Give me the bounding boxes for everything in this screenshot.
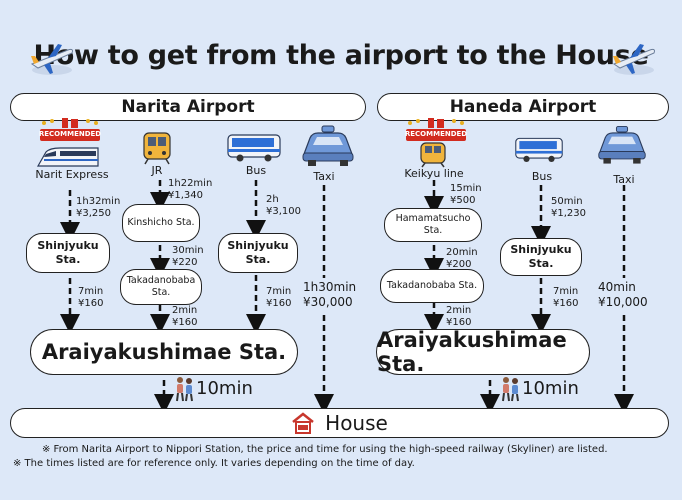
- haneda-airport-header: Haneda Airport: [377, 93, 669, 121]
- narita-jr-seg1: 1h22min¥1,340: [168, 178, 213, 201]
- mode-label-haneda-bus: Bus: [531, 170, 553, 183]
- walking-people-icon: [176, 377, 193, 402]
- haneda-taxi-seg: 40min¥10,000: [598, 278, 648, 312]
- haneda-destination-araiyakushimae: Araiyakushimae Sta.: [376, 328, 590, 376]
- recommended-badge-text: RECOMMENDED: [38, 130, 102, 138]
- haneda-bus-seg1: 50min¥1,230: [551, 196, 586, 219]
- narita-jr-takadanobaba: Takadanobaba Sta.: [120, 269, 202, 305]
- narita-jr-kinshicho: Kinshicho Sta.: [122, 204, 200, 242]
- bus-icon: [227, 134, 281, 162]
- narita-destination-araiyakushimae: Araiyakushimae Sta.: [30, 329, 298, 375]
- note-skyliner: ※ From Narita Airport to Nippori Station…: [42, 444, 608, 455]
- haneda-keikyu-seg1: 15min¥500: [450, 183, 482, 206]
- narita-bus-shinjyuku: Shinjyuku Sta.: [218, 233, 298, 273]
- recommended-badge-icon: [40, 118, 100, 141]
- narita-express-shinjyuku: Shinjyuku Sta.: [26, 233, 110, 273]
- taxi-icon: [598, 125, 646, 164]
- page-title: How to get from the airport to the House: [33, 40, 649, 71]
- recommended-badge-text: RECOMMENDED: [404, 130, 468, 138]
- narita-walk-time: 10min: [196, 378, 253, 399]
- note-reference: ※ The times listed are for reference onl…: [13, 458, 415, 469]
- haneda-walk-time: 10min: [522, 378, 579, 399]
- house-label: House: [325, 411, 388, 435]
- narita-bus-seg1: 2h¥3,100: [266, 194, 301, 217]
- mode-label-narita-express: Narit Express: [35, 168, 109, 181]
- narita-jr-seg3: 2min¥160: [172, 305, 198, 328]
- mode-label-narita-bus: Bus: [245, 164, 267, 177]
- haneda-bus-seg2: 7min¥160: [553, 286, 579, 309]
- house-destination: House: [10, 408, 669, 438]
- haneda-keikyu-seg2: 20min¥200: [446, 247, 478, 270]
- haneda-keikyu-takadanobaba: Takadanobaba Sta.: [380, 269, 484, 303]
- mode-label-haneda-taxi: Taxi: [613, 173, 635, 186]
- mode-label-jr: JR: [151, 164, 163, 177]
- walking-people-icon: [502, 377, 519, 402]
- narita-jr-seg2: 30min¥220: [172, 245, 204, 268]
- haneda-keikyu-hamamatsucho: Hamamatsucho Sta.: [384, 208, 482, 242]
- express-train-icon: [36, 147, 99, 167]
- narita-express-seg1: 1h32min¥3,250: [76, 196, 121, 219]
- mode-label-narita-taxi: Taxi: [313, 170, 335, 183]
- narita-express-seg2: 7min¥160: [78, 286, 104, 309]
- taxi-icon: [302, 125, 354, 166]
- airplane-icon: [612, 44, 655, 75]
- jr-train-icon: [143, 132, 171, 165]
- mode-label-keikyu: Keikyu line: [404, 167, 464, 180]
- house-icon: [292, 412, 314, 434]
- haneda-bus-shinjyuku: Shinjyuku Sta.: [500, 238, 582, 276]
- narita-airport-header: Narita Airport: [10, 93, 366, 121]
- recommended-badge-icon: [406, 118, 466, 141]
- narita-bus-seg2: 7min¥160: [266, 286, 292, 309]
- haneda-keikyu-seg3: 2min¥160: [446, 305, 472, 328]
- keikyu-train-icon: [420, 142, 446, 168]
- bus-icon: [515, 137, 563, 163]
- airplane-icon: [30, 44, 73, 75]
- narita-taxi-seg: 1h30min¥30,000: [303, 278, 357, 312]
